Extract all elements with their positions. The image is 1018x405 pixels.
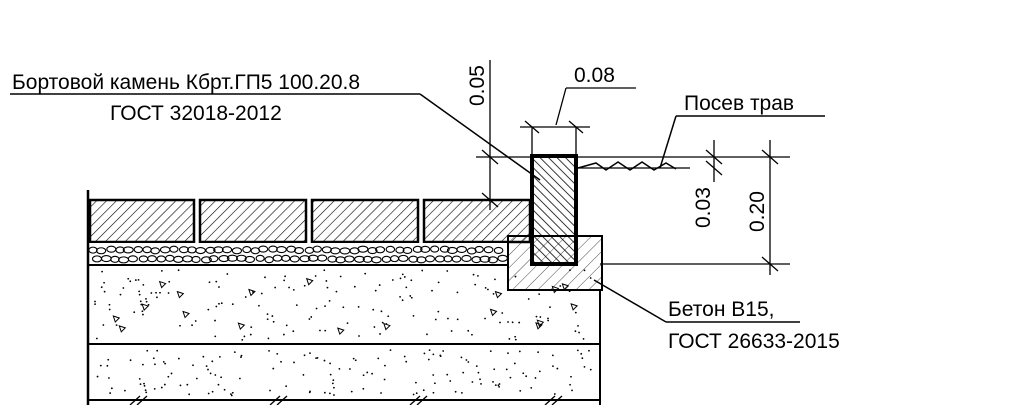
base-layer: [86, 190, 601, 405]
leader-lines: [10, 93, 825, 323]
concrete-title-label: Бетон В15,: [668, 298, 774, 321]
paving-block: [88, 198, 196, 244]
paving-block: [310, 198, 420, 244]
dim-grass-offset: 0.03: [692, 187, 715, 228]
dim-curb-exposure: 0.05: [466, 65, 489, 106]
curb-stone: [530, 154, 578, 266]
gravel-layer: [88, 243, 508, 266]
section-cut-marks: [129, 395, 563, 405]
dim-curb-width: 0.08: [574, 64, 615, 87]
dim-curb-height: 0.20: [746, 191, 769, 232]
grass-line: [577, 161, 690, 171]
paving-block: [422, 198, 532, 244]
paving-blocks: [88, 198, 532, 244]
dimension-lines: [476, 60, 790, 275]
curb-title-label: Бортовой камень Кбрт.ГП5 100.20.8: [12, 71, 360, 94]
curb-standard-label: ГОСТ 32018-2012: [110, 102, 282, 125]
concrete-standard-label: ГОСТ 26633-2015: [668, 330, 840, 353]
paving-block: [198, 198, 308, 244]
grass-label: Посев трав: [684, 92, 794, 115]
